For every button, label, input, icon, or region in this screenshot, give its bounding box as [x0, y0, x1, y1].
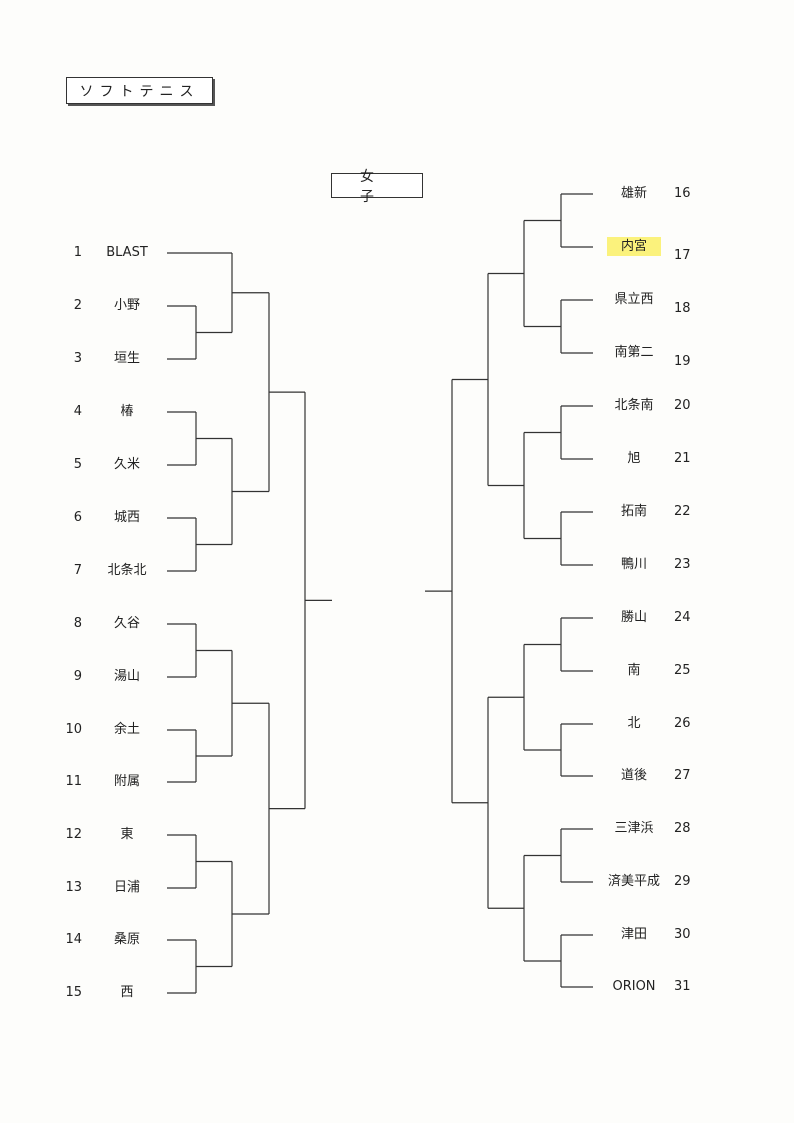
- team-name: 道後: [620, 768, 647, 783]
- team-number: 26: [674, 716, 691, 731]
- team-number: 27: [674, 768, 691, 783]
- team-number: 12: [65, 827, 82, 842]
- team-number: 23: [674, 557, 691, 572]
- team-name: 小野: [113, 298, 140, 313]
- team-name: 済美平成: [607, 874, 660, 889]
- team-name: 南第二: [614, 345, 654, 360]
- team-name: 西: [120, 985, 134, 1000]
- team-name: 三津浜: [614, 821, 654, 836]
- team-name: 久谷: [113, 616, 140, 631]
- team-number: 19: [674, 354, 691, 369]
- team-name: 南: [627, 663, 641, 678]
- team-name: BLAST: [106, 245, 148, 260]
- team-number: 17: [674, 248, 691, 263]
- team-name: 日浦: [113, 880, 140, 895]
- team-number: 25: [674, 663, 691, 678]
- team-number: 14: [65, 932, 82, 947]
- team-name: 県立西: [614, 292, 654, 307]
- category-label: 女 子: [360, 168, 404, 205]
- team-number: 22: [674, 504, 691, 519]
- team-name: 久米: [113, 457, 140, 472]
- team-name: 桑原: [113, 932, 140, 947]
- team-number: 8: [73, 616, 82, 631]
- team-name: 附属: [113, 774, 140, 789]
- team-number: 21: [674, 451, 691, 466]
- highlight-marker: 内宮: [606, 237, 661, 256]
- team-name: 鴨川: [620, 557, 647, 572]
- sport-title: ソフトテニス: [79, 83, 200, 100]
- team-name: 北条南: [614, 398, 654, 413]
- team-number: 6: [73, 510, 82, 525]
- team-name: 垣生: [113, 351, 140, 366]
- team-number: 18: [674, 301, 691, 316]
- team-number: 28: [674, 821, 691, 836]
- team-name: 椿: [120, 404, 134, 419]
- team-name: 旭: [627, 451, 641, 466]
- team-name: 余土: [113, 722, 140, 737]
- sport-title-box: ソフトテニス: [66, 77, 213, 104]
- team-name: 拓南: [620, 504, 647, 519]
- team-name: ORION: [612, 979, 656, 994]
- team-name: 北: [627, 716, 641, 731]
- category-box: 女 子: [331, 169, 423, 205]
- team-number: 29: [674, 874, 691, 889]
- team-name: 勝山: [620, 610, 647, 625]
- team-name: 津田: [620, 927, 647, 942]
- team-name: 内宮: [575, 237, 693, 256]
- team-number: 31: [674, 979, 691, 994]
- team-number: 1: [73, 245, 82, 260]
- team-number: 5: [73, 457, 82, 472]
- team-number: 24: [674, 610, 691, 625]
- team-number: 10: [65, 722, 82, 737]
- team-number: 13: [65, 880, 82, 895]
- team-number: 11: [65, 774, 82, 789]
- team-number: 2: [73, 298, 82, 313]
- team-number: 3: [73, 351, 82, 366]
- team-number: 20: [674, 398, 691, 413]
- team-number: 30: [674, 927, 691, 942]
- team-number: 15: [65, 985, 82, 1000]
- team-name: 北条北: [107, 563, 147, 578]
- team-name: 城西: [113, 510, 140, 525]
- team-name: 湯山: [113, 669, 140, 684]
- team-number: 9: [73, 669, 82, 684]
- team-name: 東: [120, 827, 134, 842]
- team-name: 雄新: [620, 186, 647, 201]
- team-number: 16: [674, 186, 691, 201]
- team-number: 4: [73, 404, 82, 419]
- team-number: 7: [73, 563, 82, 578]
